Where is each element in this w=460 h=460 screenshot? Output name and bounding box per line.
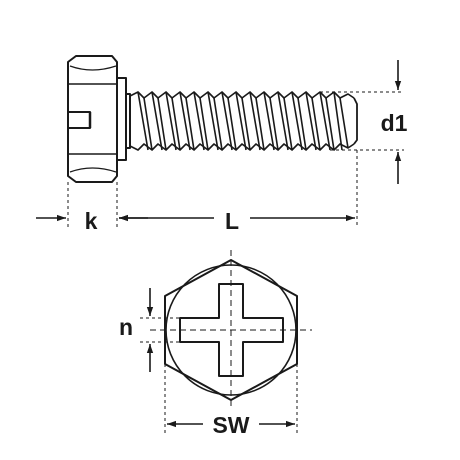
screw-shank (126, 93, 131, 149)
label-L: L (225, 208, 239, 234)
label-k: k (85, 208, 98, 234)
label-d1: d1 (381, 110, 408, 136)
head-chamfer-top (69, 65, 117, 71)
head-collar (116, 77, 127, 161)
thread-end (353, 97, 358, 145)
side-dimensions (36, 60, 404, 228)
head-chamfer-bottom (69, 167, 117, 173)
top-dimensions (140, 288, 298, 434)
head-slot (68, 111, 91, 129)
phillips-cross-recess (179, 283, 284, 377)
label-sw: SW (212, 412, 249, 438)
screw-head (67, 55, 118, 183)
thread-bottom-crest (129, 143, 355, 151)
label-n: n (119, 314, 133, 340)
screw-thread (129, 91, 358, 151)
screw-side-view (67, 55, 131, 183)
thread-flanks (137, 91, 349, 151)
screw-top-view (150, 250, 312, 410)
